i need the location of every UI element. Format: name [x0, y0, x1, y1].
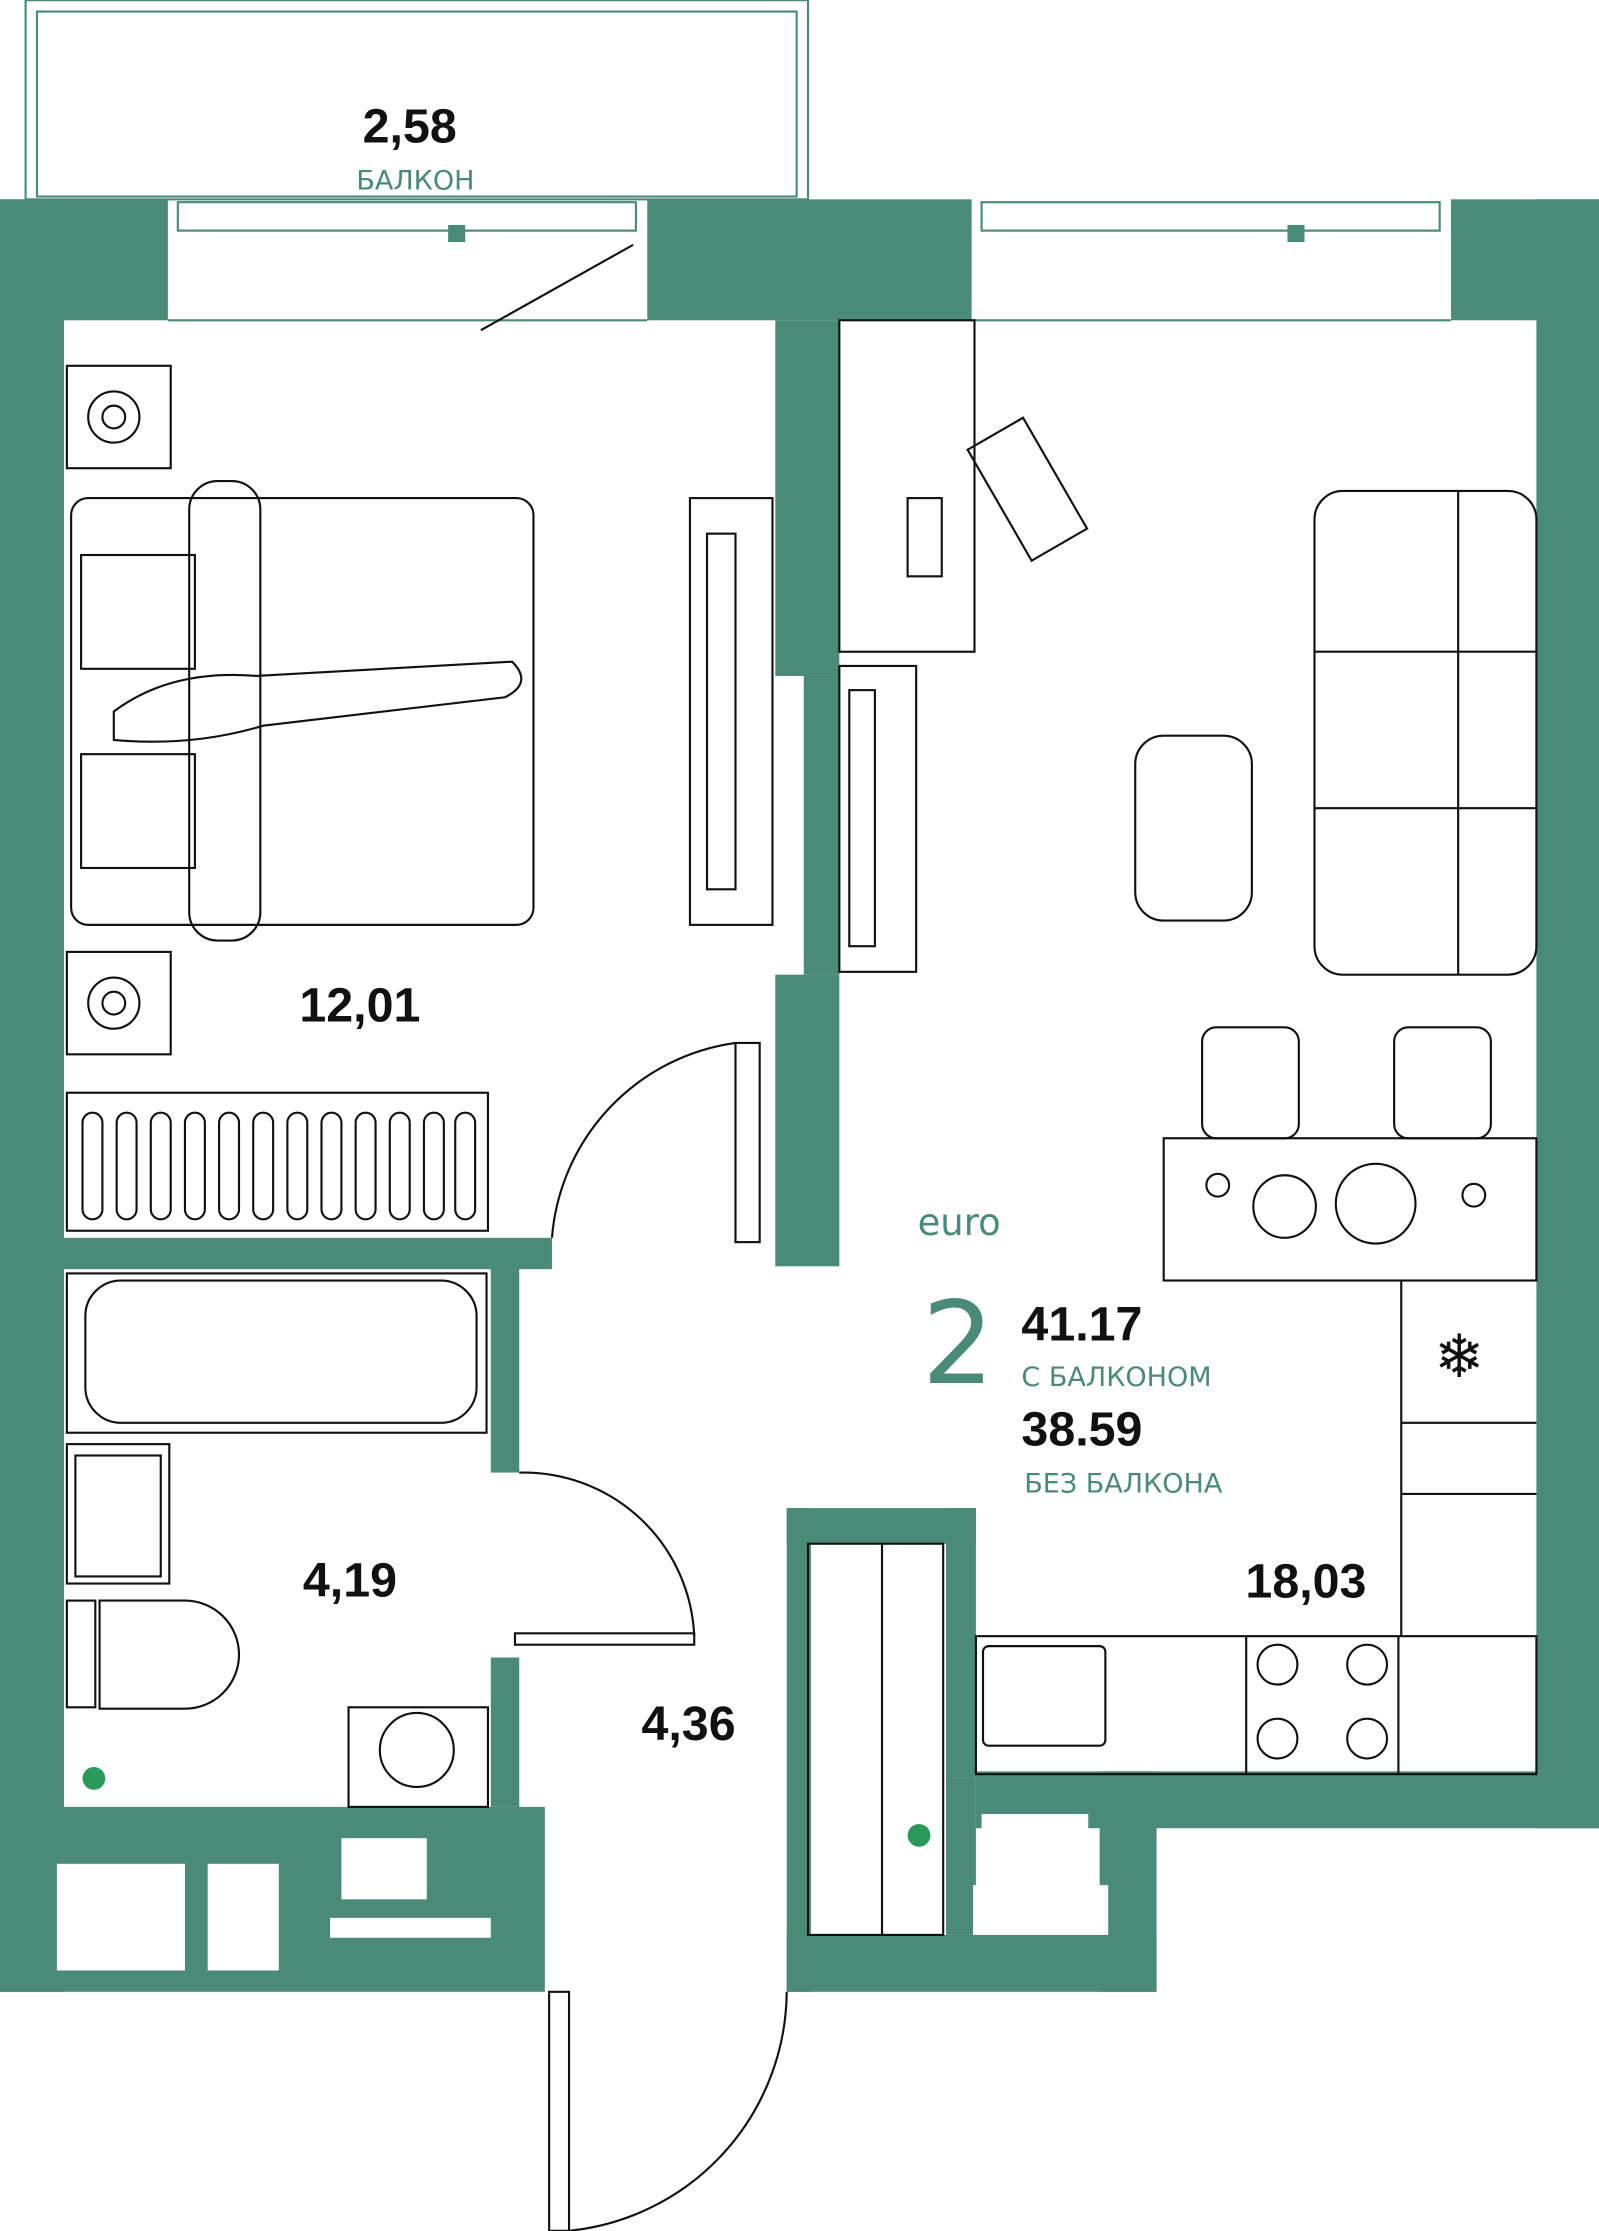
snowflake-icon: ❄: [1434, 1323, 1484, 1392]
room-count: 2: [922, 1277, 994, 1410]
area-with-balcony: 41.17: [1021, 1297, 1142, 1351]
furniture: ❄: [65, 243, 1538, 2231]
balcony: [24, 0, 810, 201]
hall-area: 4,36: [641, 1697, 735, 1751]
balcony-label: БАЛКОН: [356, 165, 474, 196]
windows: [167, 201, 1452, 322]
balcony-area: 2,58: [363, 99, 457, 153]
living-kitchen-area: 18,03: [1245, 1555, 1366, 1609]
bedroom-area: 12,01: [299, 979, 420, 1033]
walls: [0, 199, 1599, 1992]
bathroom-area: 4,19: [303, 1553, 397, 1607]
without-balcony-label: БЕЗ БАЛКОНА: [1024, 1468, 1223, 1499]
apartment-type: euro: [918, 1201, 1001, 1244]
area-without-balcony: 38.59: [1021, 1403, 1142, 1457]
with-balcony-label: С БАЛКОНОМ: [1021, 1362, 1211, 1393]
